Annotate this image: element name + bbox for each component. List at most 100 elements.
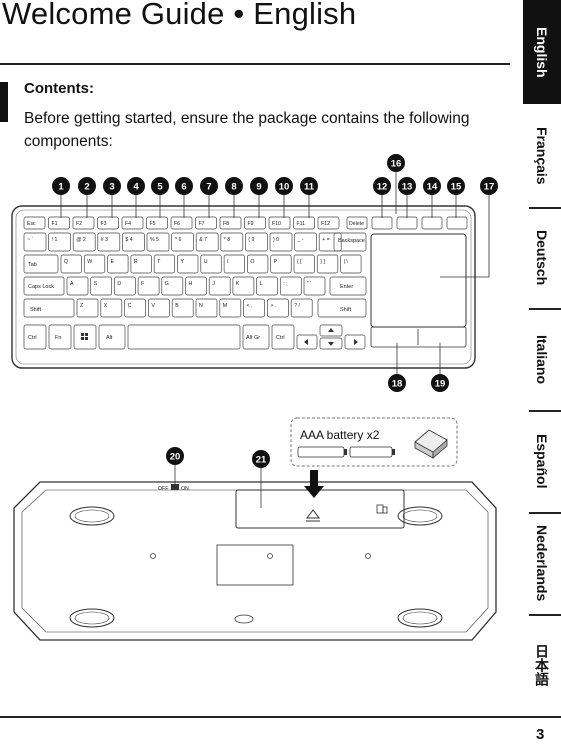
letter-key [114, 276, 136, 296]
callout-12 [373, 177, 391, 195]
delete-key-label: Delete [349, 221, 364, 227]
letter-key-label: H [189, 281, 193, 287]
caps-lock-key [23, 276, 65, 296]
letter-key [171, 298, 194, 318]
function-key [146, 216, 168, 230]
number-key [294, 232, 317, 252]
letter-key-label: A [70, 281, 74, 287]
ctrl-right-key [271, 324, 295, 350]
tab-italiano[interactable]: Italiano [534, 334, 550, 384]
letter-key-label: : ; [283, 281, 287, 287]
letter-key-label: " ' [307, 281, 311, 287]
callout-5 [151, 177, 169, 195]
function-key-label: F9 [248, 221, 254, 227]
number-key-label: * 8 [224, 237, 230, 243]
letter-key-label: ? / [294, 303, 300, 309]
function-key-label: F11 [297, 221, 306, 227]
media-key [421, 216, 443, 230]
function-key-label: F5 [150, 221, 156, 227]
delete-key [346, 216, 368, 230]
left-shift-key [23, 298, 75, 318]
arrow-down-key [319, 337, 343, 350]
alt-key [98, 324, 126, 350]
letter-key [256, 276, 278, 296]
tab-deutsch[interactable]: Deutsch [534, 230, 550, 286]
tab-divider [529, 614, 561, 616]
left-shift-label: Shift [30, 307, 41, 313]
callout-number: 9 [256, 181, 261, 192]
number-key-label: # 3 [101, 237, 108, 243]
letter-key-label: V [151, 303, 155, 309]
number-key-label: ( 9 [248, 237, 254, 243]
backspace-label: Backspace [338, 238, 365, 244]
fn-label: Fn [55, 335, 61, 341]
arrow-right-key [344, 334, 366, 350]
function-key [170, 216, 193, 230]
number-key-label: % 5 [150, 237, 159, 243]
media-key [371, 216, 393, 230]
callout-9 [250, 177, 268, 195]
letter-key-label: X [104, 303, 108, 309]
alt-gr-key [242, 324, 270, 350]
callout-number: 10 [279, 181, 290, 192]
arrow-up-key [319, 324, 343, 337]
callout-15 [447, 177, 465, 195]
battery-2 [349, 446, 393, 458]
letter-key [247, 254, 269, 274]
eject-icon [306, 509, 320, 519]
letter-key [177, 254, 199, 274]
tab-nederlands[interactable]: Nederlands [534, 525, 550, 602]
number-key-label: _ - [297, 237, 304, 243]
title-divider [0, 63, 510, 65]
windows-key [73, 324, 97, 350]
callout-17 [480, 177, 498, 195]
tab-francais[interactable]: Français [534, 126, 550, 185]
letter-key-label: } ] [320, 259, 325, 265]
tab-label: Tab [28, 262, 37, 268]
function-key [97, 216, 119, 230]
letter-key [243, 298, 265, 318]
ctrl-left-key [23, 324, 47, 350]
letter-key [60, 254, 82, 274]
tab-japanese[interactable]: 日本語 [534, 644, 550, 686]
function-key-label: F10 [272, 221, 281, 227]
callout-number: 13 [402, 181, 413, 192]
letter-key-label: K [236, 281, 240, 287]
letter-key-label: L [260, 281, 263, 287]
alt-gr-label: Alt Gr [246, 335, 260, 341]
letter-key [208, 276, 231, 296]
number-key [146, 232, 170, 252]
tab-espanol[interactable]: Español [534, 434, 550, 489]
number-key [72, 232, 96, 252]
callout-number: 20 [170, 451, 181, 462]
callout-number: 6 [181, 181, 186, 192]
callout-number: 16 [391, 158, 402, 169]
letter-key [66, 276, 89, 296]
number-key-label: $ 4 [125, 237, 132, 243]
tab-divider [529, 512, 561, 514]
tab-english[interactable]: English [523, 0, 561, 104]
number-key [23, 232, 47, 252]
function-key [195, 216, 217, 230]
function-key-label: F4 [125, 221, 131, 227]
tab-divider [529, 308, 561, 310]
callout-18 [388, 374, 406, 392]
letter-key [303, 276, 326, 296]
letter-key [232, 276, 255, 296]
number-key-label: & 7 [199, 237, 207, 243]
number-key [195, 232, 219, 252]
letter-key-label: P [274, 259, 278, 265]
callout-number: 14 [427, 181, 438, 192]
number-key-row: ~ `! 1@ 2# 3$ 4% 5^ 6& 7* 8( 9) 0_ -+ = [23, 232, 342, 252]
touchpad-buttons [370, 326, 467, 348]
switch-off-label: OFF [158, 486, 168, 492]
letter-key-label: U [204, 259, 208, 265]
function-key [72, 216, 95, 230]
callout-2 [78, 177, 96, 195]
letter-key-label: J [212, 281, 215, 287]
number-key [245, 232, 268, 252]
